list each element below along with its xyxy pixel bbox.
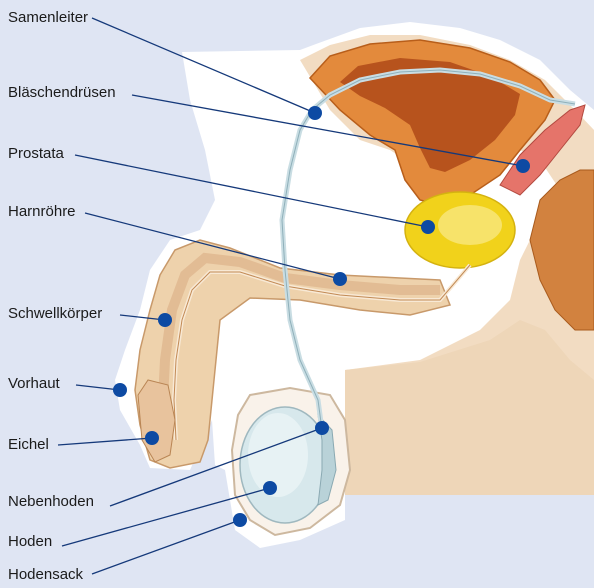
marker-blaeschendruesen [516,159,530,173]
label-schwellkoerper: Schwellkörper [8,305,102,323]
marker-nebenhoden [315,421,329,435]
label-eichel: Eichel [8,436,49,454]
leader-line-hodensack [92,520,240,574]
label-harnroehre: Harnröhre [8,203,76,221]
marker-eichel [145,431,159,445]
label-hodensack: Hodensack [8,566,83,584]
leader-line-eichel [58,438,152,445]
label-hoden: Hoden [8,533,52,551]
label-nebenhoden: Nebenhoden [8,493,94,511]
marker-harnroehre [333,272,347,286]
marker-hoden [263,481,277,495]
marker-schwellkoerper [158,313,172,327]
marker-samenleiter [308,106,322,120]
marker-prostata [421,220,435,234]
label-blaeschendruesen: Bläschendrüsen [8,84,116,102]
label-samenleiter: Samenleiter [8,9,88,27]
marker-hodensack [233,513,247,527]
label-prostata: Prostata [8,145,64,163]
label-vorhaut: Vorhaut [8,375,60,393]
marker-vorhaut [113,383,127,397]
